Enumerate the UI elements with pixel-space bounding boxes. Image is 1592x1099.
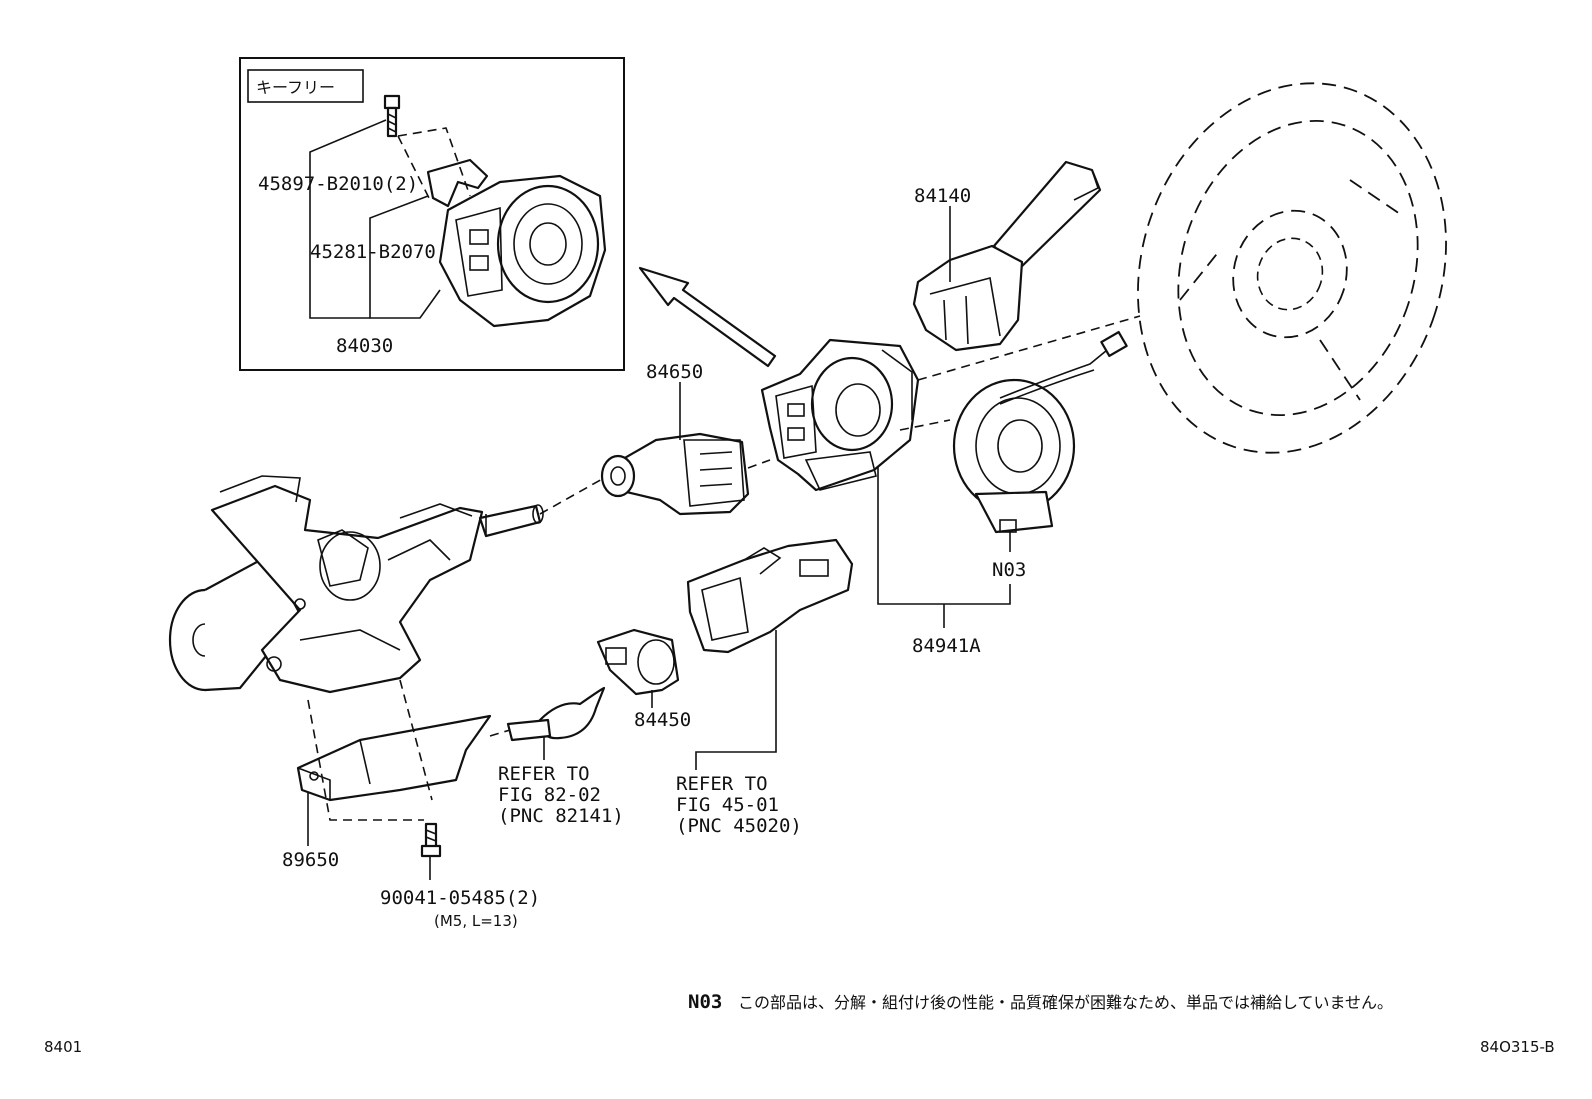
turn-switch-icon bbox=[912, 160, 1102, 352]
screw-icon bbox=[420, 822, 442, 858]
ref45-line3: (PNC 45020) bbox=[676, 815, 802, 837]
inset-assembly-icon bbox=[438, 174, 607, 328]
label-84140: 84140 bbox=[914, 185, 971, 207]
arrow-to-inset-icon bbox=[638, 266, 777, 368]
label-89650: 89650 bbox=[282, 849, 339, 871]
label-screw-spec: (M5, L=13) bbox=[434, 912, 518, 930]
ref45-line1: REFER TO bbox=[676, 773, 768, 795]
label-84650: 84650 bbox=[646, 361, 703, 383]
label-N03: N03 bbox=[992, 559, 1026, 581]
steering-wheel-icon bbox=[1137, 82, 1447, 454]
assembly-dashed-lines bbox=[307, 315, 1141, 821]
label-84030: 84030 bbox=[336, 335, 393, 357]
ref82-line1: REFER TO bbox=[498, 763, 590, 785]
ref82-line3: (PNC 82141) bbox=[498, 805, 624, 827]
spiral-cable-icon bbox=[952, 330, 1128, 534]
inset-title: キーフリー bbox=[256, 78, 335, 97]
label-84450: 84450 bbox=[634, 709, 691, 731]
wiper-switch-icon bbox=[600, 432, 750, 516]
page-code: 8401 bbox=[44, 1038, 82, 1056]
label-84941A: 84941A bbox=[912, 635, 981, 657]
ignition-switch-icon bbox=[596, 628, 680, 696]
figure-code: 84O315-B bbox=[1480, 1038, 1555, 1056]
ref82-line2: FIG 82-02 bbox=[498, 784, 601, 806]
footnote-text: この部品は、分解・組付け後の性能・品質確保が困難なため、単品では補給していません… bbox=[738, 993, 1393, 1012]
inset-title-box bbox=[247, 69, 364, 103]
combination-switch-body-icon bbox=[760, 338, 920, 492]
label-45897-B2010: 45897-B2010(2) bbox=[258, 173, 418, 195]
column-cover-icon bbox=[296, 714, 492, 802]
bolt-icon bbox=[383, 94, 401, 138]
inset-keyfree: キーフリー 45897-B2010(2) 45281-B2070 84030 bbox=[239, 57, 625, 371]
label-45281-B2070: 45281-B2070 bbox=[310, 241, 436, 263]
steering-column-icon bbox=[168, 475, 544, 694]
ref45-line2: FIG 45-01 bbox=[676, 794, 779, 816]
bracket-icon bbox=[426, 158, 489, 208]
footnote-code: N03 bbox=[688, 991, 722, 1013]
label-90041-05485: 90041-05485(2) bbox=[380, 887, 540, 909]
transponder-connector-icon bbox=[506, 686, 606, 742]
ignition-lock-housing-icon bbox=[686, 538, 854, 654]
